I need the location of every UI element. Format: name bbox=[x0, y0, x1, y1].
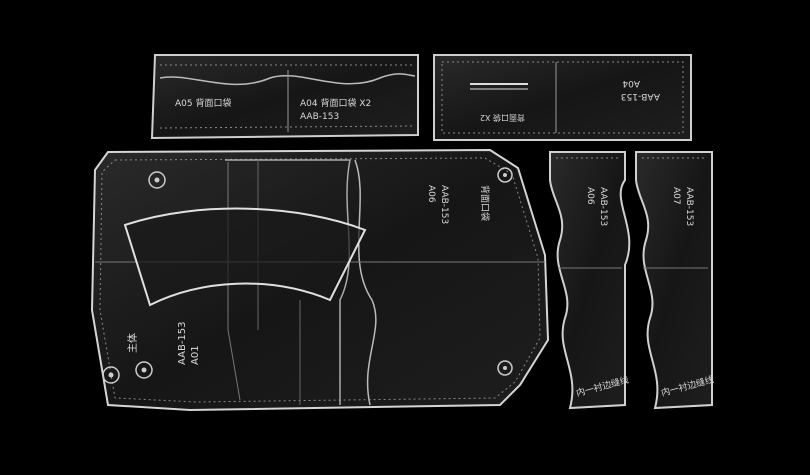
p1-mid-label-a: A04 背面口袋 X2 bbox=[300, 97, 371, 109]
r2-code-label: AAB-153 bbox=[684, 187, 694, 226]
p1-left-label: A05 背面口袋 bbox=[175, 97, 231, 109]
p1-mid-label-b: AAB-153 bbox=[300, 112, 339, 122]
center-code-label: AAB-153 bbox=[439, 185, 449, 224]
template-piece-right-strip-1: AAB-153 A06 内一衬边缝线 bbox=[549, 151, 631, 410]
main-note-label: 背面口袋 bbox=[479, 185, 491, 221]
p2-part-label: A04 bbox=[622, 78, 640, 88]
template-piece-main-body: AAB-153 A01 主体 背面口袋 AAB-153 A06 bbox=[90, 148, 550, 412]
main-code-label: AAB-153 bbox=[177, 321, 188, 365]
main-part-label: A01 bbox=[190, 345, 201, 365]
r1-part-label: A06 bbox=[585, 187, 595, 205]
p2-code-label: AAB-153 bbox=[621, 91, 660, 101]
template-piece-top-right: AAB-153 A04 背面口袋 X2 bbox=[433, 54, 692, 141]
p2-note-label: 背面口袋 X2 bbox=[480, 113, 525, 123]
main-name-label: 主体 bbox=[127, 333, 139, 353]
template-piece-right-strip-2: AAB-153 A07 内一衬边缝线 bbox=[635, 151, 715, 410]
template-piece-top-left: A05 背面口袋 A04 背面口袋 X2 AAB-153 bbox=[150, 54, 419, 140]
center-part-label: A06 bbox=[426, 185, 436, 203]
r2-part-label: A07 bbox=[671, 187, 681, 205]
r1-code-label: AAB-153 bbox=[598, 187, 608, 226]
